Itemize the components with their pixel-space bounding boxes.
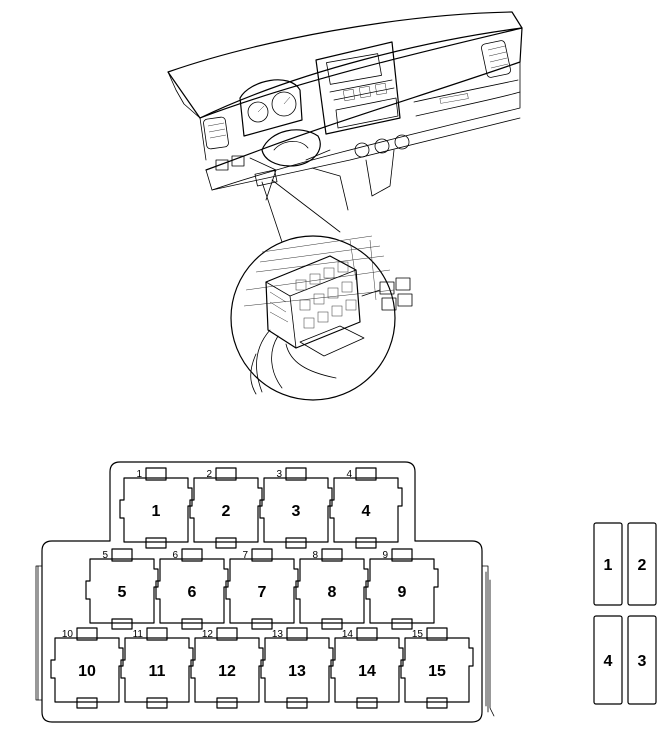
relay-number: 6	[188, 584, 197, 601]
relay-tag: 7	[242, 550, 248, 561]
aux-position-4: 4	[604, 653, 613, 670]
relay-position-6: 66	[155, 548, 229, 630]
relay-tag: 10	[62, 629, 74, 640]
dashboard-illustration	[167, 11, 523, 211]
relay-number: 13	[288, 663, 306, 680]
relay-position-3: 33	[259, 467, 333, 549]
relay-position-14: 14 14	[330, 627, 404, 709]
relay-panel: 1122334455667788991010111112121313141415…	[35, 461, 495, 723]
leader-lines	[261, 179, 341, 243]
relay-tag: 1	[136, 469, 142, 480]
relay-number: 2	[222, 503, 231, 520]
relay-position-12: 12 12	[190, 627, 264, 709]
relay-position-4: 44	[329, 467, 403, 549]
relay-tag: 6	[172, 550, 178, 561]
aux-position-1: 1	[604, 557, 613, 574]
relay-position-2: 22	[189, 467, 263, 549]
relay-position-1: 11	[119, 467, 193, 549]
relay-number: 4	[362, 503, 371, 520]
magnified-detail	[230, 235, 413, 401]
relay-tag: 11	[133, 629, 144, 640]
aux-position-3: 3	[638, 653, 647, 670]
relay-position-9: 99	[365, 548, 439, 630]
relay-position-5: 55	[85, 548, 159, 630]
relay-number: 15	[428, 663, 446, 680]
relay-number: 9	[398, 584, 407, 601]
relay-number: 3	[292, 503, 301, 520]
relay-tag: 8	[312, 550, 318, 561]
relay-position-10: 10 10	[50, 627, 124, 709]
relay-tag: 12	[202, 629, 214, 640]
relay-tag: 9	[382, 550, 388, 561]
relay-tag: 5	[102, 550, 108, 561]
relay-number: 10	[78, 663, 96, 680]
aux-position-2: 2	[638, 557, 647, 574]
relay-position-11: 11 11	[120, 627, 194, 709]
relay-tag: 13	[272, 629, 284, 640]
relay-number: 11	[149, 663, 166, 680]
aux-relay-block: 1 2 4 3	[593, 522, 657, 705]
relay-number: 8	[328, 584, 337, 601]
relay-number: 14	[358, 663, 376, 680]
relay-tag: 2	[206, 469, 212, 480]
relay-tag: 14	[342, 629, 354, 640]
relay-tag: 4	[346, 469, 352, 480]
relay-position-13: 13 13	[260, 627, 334, 709]
relay-number: 12	[218, 663, 236, 680]
relay-tag: 3	[276, 469, 282, 480]
relay-number: 1	[152, 503, 161, 520]
relay-number: 7	[258, 584, 267, 601]
relay-tag: 15	[412, 629, 424, 640]
relay-position-7: 77	[225, 548, 299, 630]
relay-number: 5	[118, 584, 127, 601]
relay-position-8: 88	[295, 548, 369, 630]
